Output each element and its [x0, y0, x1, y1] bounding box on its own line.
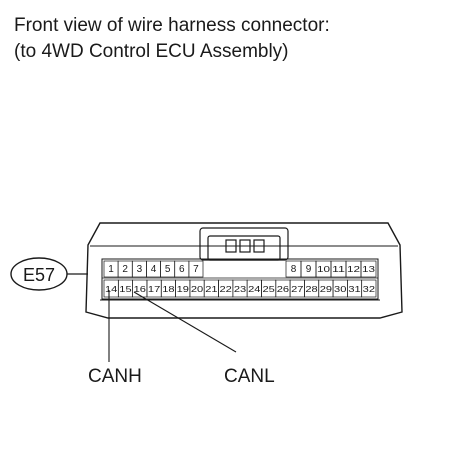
pin-number-21: 21 [205, 285, 218, 294]
canl-leader [133, 291, 237, 353]
pin-number-25: 25 [262, 285, 275, 294]
pin-number-14: 14 [105, 285, 118, 294]
pin-number-1: 1 [108, 264, 114, 275]
pin-number-11: 11 [332, 265, 346, 274]
pin-cell-32 [361, 279, 377, 298]
connector-code-badge: E57 [10, 257, 68, 291]
pin-cell-7 [188, 260, 204, 278]
pin-number-17: 17 [148, 285, 161, 294]
signal-label-canh: CANH [88, 366, 142, 387]
pin-number-31: 31 [348, 285, 361, 294]
pin-number-15: 15 [119, 285, 132, 294]
pin-number-3: 3 [137, 264, 143, 275]
connector-latch [199, 227, 289, 261]
pin-number-4: 4 [151, 264, 157, 275]
pin-number-19: 19 [177, 285, 190, 294]
pin-number-7: 7 [193, 264, 199, 275]
caption-line-2: (to 4WD Control ECU Assembly) [14, 41, 289, 62]
pin-number-8: 8 [291, 264, 297, 275]
pin-number-30: 30 [334, 285, 347, 294]
pin-number-5: 5 [165, 264, 171, 275]
connector-code-label: E57 [23, 265, 55, 285]
pin-grid-frame [101, 258, 379, 300]
pin-number-32: 32 [363, 285, 376, 294]
pin-number-6: 6 [179, 264, 185, 275]
pin-number-27: 27 [291, 285, 304, 294]
pin-number-26: 26 [277, 285, 290, 294]
pin-number-9: 9 [306, 264, 312, 275]
pin-number-20: 20 [191, 285, 204, 294]
pin-number-16: 16 [134, 285, 147, 294]
pin-number-13: 13 [362, 265, 376, 274]
pin-number-23: 23 [234, 285, 247, 294]
pin-number-18: 18 [162, 285, 175, 294]
pin-number-12: 12 [347, 265, 361, 274]
pin-number-29: 29 [320, 285, 333, 294]
pin-number-22: 22 [220, 285, 233, 294]
signal-label-canl: CANL [224, 366, 275, 387]
pin-number-2: 2 [122, 264, 128, 275]
caption-line-1: Front view of wire harness connector: [14, 15, 330, 36]
pin-number-28: 28 [305, 285, 318, 294]
pin-number-10: 10 [317, 265, 331, 274]
connector-housing [85, 222, 403, 319]
pin-cell-13 [360, 260, 377, 278]
pin-number-24: 24 [248, 285, 261, 294]
